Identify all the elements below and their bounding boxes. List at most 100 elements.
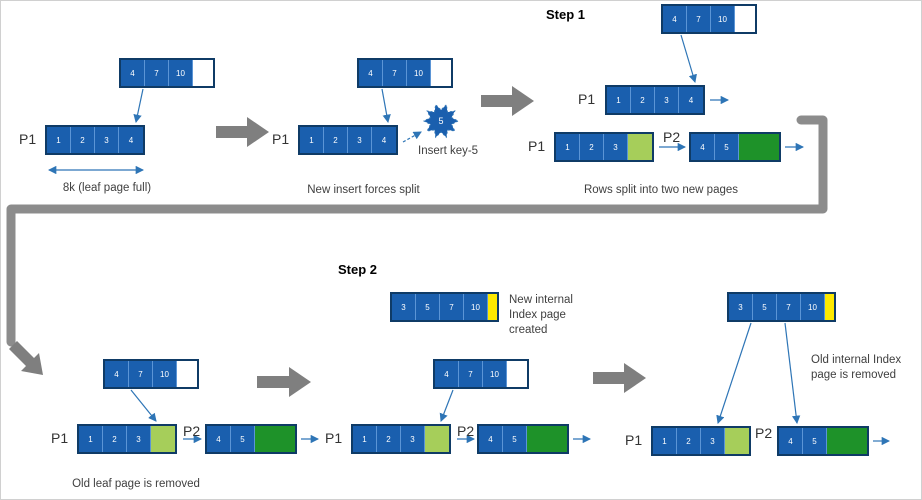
page-cell: 7: [777, 294, 801, 320]
p1-label: P1: [325, 430, 343, 446]
free-space-cell: [431, 60, 451, 86]
page-cell: 7: [687, 6, 711, 32]
insert-key-label: Insert key-5: [418, 145, 479, 157]
page-cell: 1: [300, 127, 324, 153]
free-space-cell: [735, 6, 755, 32]
p2-label: P2: [183, 423, 201, 439]
internal-page: 4 7 10: [661, 4, 757, 34]
leaf-page: 1 2 3: [77, 424, 177, 454]
internal-page: 4 7 10: [119, 58, 215, 88]
page-cell: 10: [169, 60, 193, 86]
page-cell: 1: [607, 87, 631, 113]
flow-arrow: [381, 88, 391, 124]
page-cell: 1: [79, 426, 103, 452]
page-cell: 2: [631, 87, 655, 113]
free-space-cell-dark-green: [827, 428, 867, 454]
p1-label: P1: [528, 138, 546, 154]
caption: 8k (leaf page full): [62, 182, 152, 194]
page-cell: 3: [95, 127, 119, 153]
page-cell: 4: [207, 426, 231, 452]
page-cell: 1: [556, 134, 580, 160]
flow-arrow: [680, 34, 697, 84]
insert-value: 5: [438, 116, 444, 126]
p1-label: P1: [19, 131, 37, 147]
page-cell: 3: [604, 134, 628, 160]
page-cell: 5: [503, 426, 527, 452]
caption: Old leaf page is removed: [72, 478, 200, 490]
page-cell: 3: [655, 87, 679, 113]
highlight-cell-light-green: [151, 426, 175, 452]
step-1-label: Step 1: [546, 7, 586, 22]
p1-label: P1: [51, 430, 69, 446]
free-space-cell-dark-green: [527, 426, 567, 452]
page-cell: 2: [71, 127, 95, 153]
highlight-cell-light-green: [628, 134, 652, 160]
highlight-cell-light-green: [425, 426, 449, 452]
page-cell: 5: [231, 426, 255, 452]
page-cell: 4: [105, 361, 129, 387]
note: New internal Index page created: [509, 294, 573, 336]
page-cell: 2: [377, 426, 401, 452]
page-cell: 7: [459, 361, 483, 387]
internal-page: 4 7 10: [357, 58, 453, 88]
page-cell: 10: [801, 294, 825, 320]
block-arrow: [593, 363, 646, 393]
internal-page: 4 7 10: [433, 359, 529, 389]
page-cell: 4: [121, 60, 145, 86]
page-cell: 10: [407, 60, 431, 86]
page-cell: 4: [679, 87, 703, 113]
p2-label: P2: [457, 423, 475, 439]
flow-arrow: [133, 88, 144, 124]
page-cell: 2: [324, 127, 348, 153]
page-cell: 4: [119, 127, 143, 153]
free-space-cell: [177, 361, 197, 387]
free-space-cell-dark-green: [739, 134, 779, 160]
page-cell: 5: [753, 294, 777, 320]
internal-page: 4 7 10: [103, 359, 199, 389]
p1-label: P1: [272, 131, 290, 147]
leaf-page: 1 2 3 4: [45, 125, 145, 155]
note: Old internal Index page is removed: [811, 354, 902, 381]
page-cell: 3: [729, 294, 753, 320]
page-cell: 10: [464, 294, 488, 320]
flow-arrow: [716, 322, 752, 424]
page-cell: 2: [677, 428, 701, 454]
block-arrow: [481, 86, 534, 116]
page-cell: 3: [392, 294, 416, 320]
p2-label: P2: [663, 129, 681, 145]
free-space-cell-dark-green: [255, 426, 295, 452]
leaf-page: 1 2 3: [554, 132, 654, 162]
page-cell: 4: [359, 60, 383, 86]
leaf-page: 4 5: [477, 424, 569, 454]
page-cell: 7: [440, 294, 464, 320]
leaf-page: 4 5: [777, 426, 869, 456]
p1-label: P1: [578, 91, 596, 107]
page-cell: 1: [47, 127, 71, 153]
page-cell: 4: [663, 6, 687, 32]
page-cell: 4: [435, 361, 459, 387]
page-cell: 4: [691, 134, 715, 160]
block-arrow: [216, 117, 269, 147]
page-cell: 3: [701, 428, 725, 454]
new-page-marker-yellow: [825, 294, 834, 320]
page-cell: 7: [383, 60, 407, 86]
leaf-page: 1 2 3 4: [605, 85, 705, 115]
p1-label: P1: [625, 432, 643, 448]
page-cell: 5: [416, 294, 440, 320]
page-cell: 3: [348, 127, 372, 153]
new-page-marker-yellow: [488, 294, 497, 320]
page-cell: 3: [127, 426, 151, 452]
page-cell: 5: [803, 428, 827, 454]
page-cell: 7: [129, 361, 153, 387]
page-cell: 4: [479, 426, 503, 452]
free-space-cell: [193, 60, 213, 86]
caption: Rows split into two new pages: [583, 184, 739, 196]
flow-arrow: [439, 389, 454, 422]
step-2-label: Step 2: [338, 262, 378, 277]
page-cell: 3: [401, 426, 425, 452]
p2-label: P2: [755, 425, 773, 441]
page-cell: 10: [153, 361, 177, 387]
free-space-cell: [507, 361, 527, 387]
leaf-page: 4 5: [689, 132, 781, 162]
